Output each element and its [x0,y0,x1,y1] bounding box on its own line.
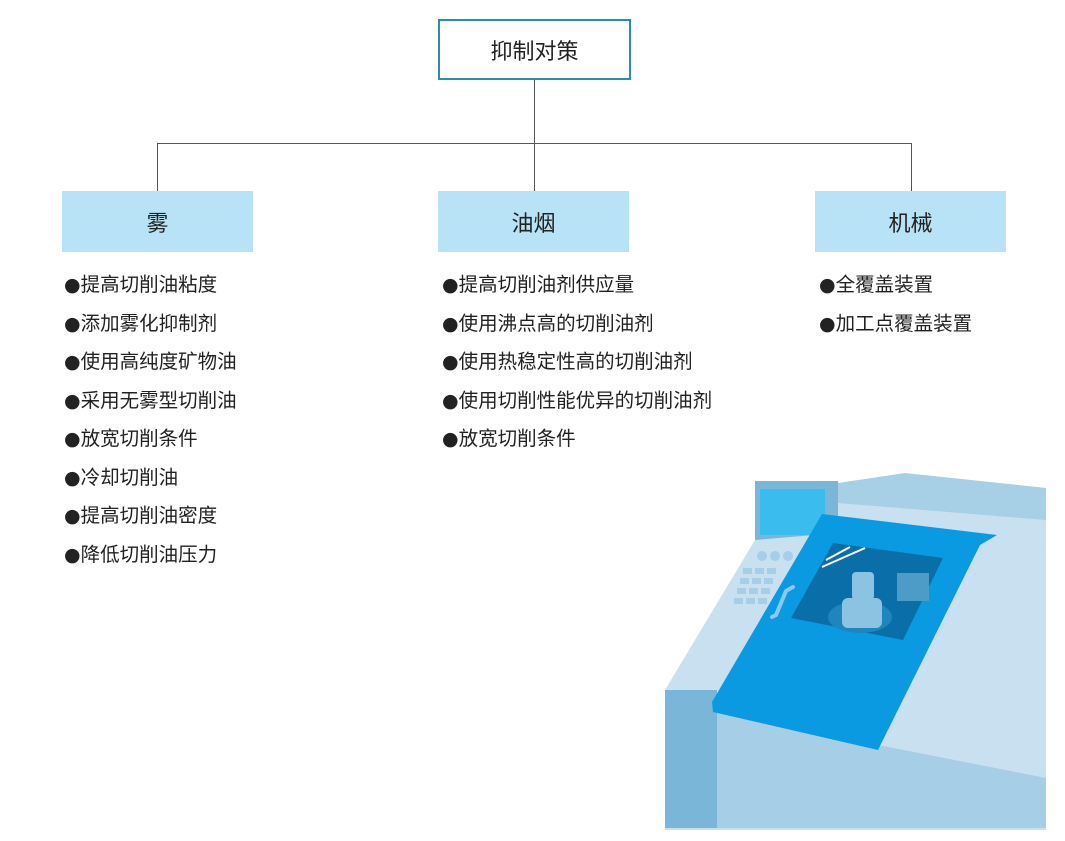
list-item: 冷却切削油 [64,459,237,498]
list-item: 放宽切削条件 [64,420,237,459]
door-handle-icon [770,585,795,619]
category-oil-smoke: 油烟 [438,191,629,252]
list-item: 使用沸点高的切削油剂 [442,305,712,344]
machine-measures-list: 全覆盖装置 加工点覆盖装置 [819,266,973,344]
category-mist: 雾 [62,191,253,252]
spindle-icon [852,572,874,600]
list-item: 使用高纯度矿物油 [64,343,237,382]
list-item: 加工点覆盖装置 [819,305,973,344]
tool-holder [897,573,929,601]
root-node: 抑制对策 [438,19,631,80]
list-item: 降低切削油压力 [64,536,237,575]
category-label: 雾 [146,211,169,237]
connector-smoke [534,143,535,191]
list-item: 使用热稳定性高的切削油剂 [442,343,712,382]
list-item: 提高切削油密度 [64,497,237,536]
root-label: 抑制对策 [490,39,579,65]
connector-root [534,80,535,143]
spindle-base [842,598,882,628]
monitor-screen-icon [760,489,825,535]
list-item: 采用无雾型切削油 [64,382,237,421]
connector-machine [911,143,912,191]
control-panel-buttons [734,551,793,604]
machine-front-face [717,712,1046,828]
list-item: 全覆盖装置 [819,266,972,305]
category-label: 机械 [888,211,933,237]
connector-mist [157,143,158,191]
oil-smoke-measures-list: 提高切削油剂供应量 使用沸点高的切削油剂 使用热稳定性高的切削油剂 使用切削性能… [442,266,713,459]
list-item: 提高切削油剂供应量 [442,266,712,305]
mist-measures-list: 提高切削油粘度 添加雾化抑制剂 使用高纯度矿物油 采用无雾型切削油 放宽切削条件… [64,266,237,574]
list-item: 放宽切削条件 [442,420,712,459]
window-glare [825,546,851,561]
window-glare [821,547,866,568]
category-machine: 机械 [815,191,1006,252]
machine-front-left-face [665,690,717,828]
list-item: 提高切削油粘度 [64,266,237,305]
list-item: 使用切削性能优异的切削油剂 [442,382,713,421]
category-label: 油烟 [511,211,556,237]
list-item: 添加雾化抑制剂 [64,305,237,344]
